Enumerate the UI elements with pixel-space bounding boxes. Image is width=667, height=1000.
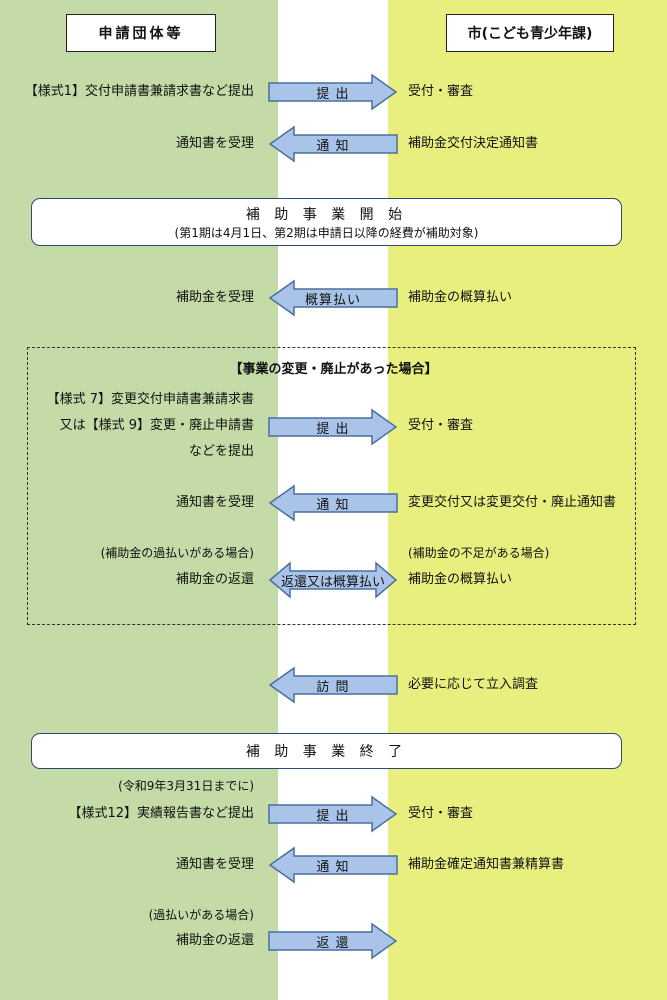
step4-city-text: 受付・審査 xyxy=(408,418,474,433)
step1-city-text: 受付・審査 xyxy=(408,84,474,99)
step2-notify-arrow: 通 知 xyxy=(268,125,398,163)
step6-applicant-note: (補助金の過払いがある場合) xyxy=(100,546,254,560)
step3-applicant-text: 補助金を受理 xyxy=(175,290,254,305)
step4-submit-arrow: 提 出 xyxy=(268,408,398,446)
step3-advance-arrow: 概算払い xyxy=(268,279,398,317)
step8-applicant-note: (令和9年3月31日までに) xyxy=(118,779,254,793)
arrow-shape xyxy=(268,795,398,833)
step2-arrow-label: 通 知 xyxy=(316,138,350,154)
step7-arrow-label: 訪 問 xyxy=(316,679,350,695)
step4-applicant-line2: 又は【様式 9】変更・廃止申請書 xyxy=(59,418,254,433)
arrow-shape xyxy=(268,125,398,163)
step9-notify-arrow: 通 知 xyxy=(268,846,398,884)
step6-city-text: 補助金の概算払い xyxy=(408,572,513,587)
step8-applicant-text: 【様式12】実績報告書など提出 xyxy=(68,806,254,821)
project-end-banner: 補 助 事 業 終 了 xyxy=(31,733,622,769)
step6-city-note: (補助金の不足がある場合) xyxy=(408,546,550,560)
step8-city-text: 受付・審査 xyxy=(408,806,474,821)
city-column xyxy=(388,0,667,1000)
step4-applicant-line3: などを提出 xyxy=(188,444,254,459)
arrow-shape xyxy=(268,666,398,704)
step6-bidirectional-arrow: 返還又は概算払い xyxy=(268,561,398,599)
step6-applicant-text: 補助金の返還 xyxy=(175,572,254,587)
step8-arrow-label: 提 出 xyxy=(316,808,350,824)
step7-city-text: 必要に応じて立入調査 xyxy=(408,677,539,692)
project-start-subtitle: (第1期は4月1日、第2期は申請日以降の経費が補助対象) xyxy=(174,226,479,240)
step2-city-text: 補助金交付決定通知書 xyxy=(408,136,539,151)
step9-city-text: 補助金確定通知書兼精算書 xyxy=(408,857,565,872)
arrow-shape xyxy=(268,846,398,884)
step8-submit-arrow: 提 出 xyxy=(268,795,398,833)
change-section-box xyxy=(27,347,636,625)
city-header: 市(こども青少年課) xyxy=(446,14,614,52)
project-end-title: 補 助 事 業 終 了 xyxy=(245,744,408,760)
step4-arrow-label: 提 出 xyxy=(316,421,350,437)
step10-applicant-text: 補助金の返還 xyxy=(175,933,254,948)
applicant-column xyxy=(0,0,278,1000)
step5-arrow-label: 通 知 xyxy=(316,497,350,513)
step5-applicant-text: 通知書を受理 xyxy=(175,495,254,510)
step1-arrow-label: 提 出 xyxy=(316,86,350,102)
arrow-shape xyxy=(268,561,398,599)
step1-submit-arrow: 提 出 xyxy=(268,73,398,111)
step9-applicant-text: 通知書を受理 xyxy=(175,857,254,872)
arrow-shape xyxy=(268,922,398,960)
step7-visit-arrow: 訪 問 xyxy=(268,666,398,704)
arrow-shape xyxy=(268,408,398,446)
step1-applicant-text: 【様式1】交付申請書兼請求書など提出 xyxy=(24,84,254,99)
step10-arrow-label: 返 還 xyxy=(316,935,350,951)
step4-applicant-line1: 【様式 7】変更交付申請書兼請求書 xyxy=(46,392,254,407)
project-start-banner: 補 助 事 業 開 始 (第1期は4月1日、第2期は申請日以降の経費が補助対象) xyxy=(31,198,622,246)
step9-arrow-label: 通 知 xyxy=(316,859,350,875)
step10-applicant-note: (過払いがある場合) xyxy=(148,908,254,922)
step10-refund-arrow: 返 還 xyxy=(268,922,398,960)
arrow-shape xyxy=(268,73,398,111)
step3-city-text: 補助金の概算払い xyxy=(408,290,513,305)
project-start-title: 補 助 事 業 開 始 xyxy=(245,207,408,223)
change-section-title: 【事業の変更・廃止があった場合】 xyxy=(229,362,438,377)
applicant-header: 申請団体等 xyxy=(66,14,216,52)
arrow-shape xyxy=(268,484,398,522)
arrow-shape xyxy=(268,279,398,317)
step6-arrow-label: 返還又は概算払い xyxy=(280,574,385,590)
step5-city-text: 変更交付又は変更交付・廃止通知書 xyxy=(408,495,617,510)
step2-applicant-text: 通知書を受理 xyxy=(175,136,254,151)
step5-notify-arrow: 通 知 xyxy=(268,484,398,522)
step3-arrow-label: 概算払い xyxy=(304,292,361,308)
